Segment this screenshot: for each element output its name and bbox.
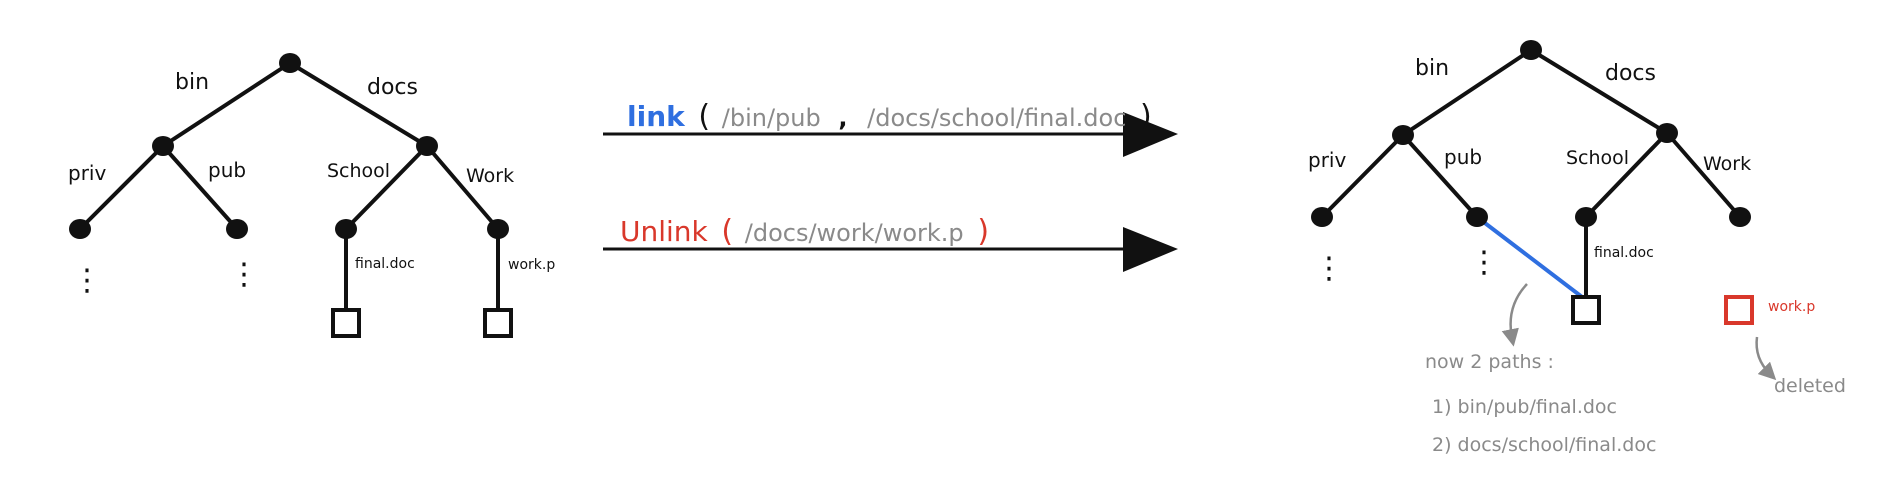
- hard-link-edge: [1475, 215, 1588, 302]
- file-r-label-final-doc: final.doc: [1594, 245, 1654, 261]
- node-bin: [152, 136, 174, 156]
- file-label-final-doc: final.doc: [355, 256, 415, 272]
- edge-docs-work: [425, 144, 500, 231]
- edge-docs-school: [344, 144, 429, 231]
- node-r-school: [1575, 207, 1597, 227]
- note-arrow-deleted: [1755, 336, 1777, 381]
- node-r-docs: [1656, 123, 1678, 143]
- node-docs: [416, 136, 438, 156]
- left-tree-nodes: [69, 53, 509, 239]
- node-root: [279, 53, 301, 73]
- edge-label-docs: docs: [367, 75, 418, 100]
- file-work-p-box: [483, 308, 513, 338]
- link-arrow-head: [1123, 112, 1178, 157]
- edge-label-bin: bin: [175, 70, 209, 95]
- unlink-open-paren: (: [721, 214, 733, 249]
- ellipsis-pub: ⋮: [229, 257, 259, 292]
- file-label-work-p: work.p: [508, 257, 555, 273]
- link-keyword: link: [627, 100, 686, 133]
- note-deleted: deleted: [1774, 375, 1846, 397]
- node-r-priv: [1311, 207, 1333, 227]
- note-path-1: 1) bin/pub/final.doc: [1432, 396, 1617, 418]
- node-pub: [226, 219, 248, 239]
- edge-root-bin: [161, 61, 292, 148]
- unlink-arrow-head: [1123, 227, 1178, 272]
- link-arg2: /docs/school/final.doc: [867, 104, 1126, 132]
- edge-r-label-pub: pub: [1444, 145, 1482, 169]
- edge-r-bin-priv: [1320, 133, 1405, 219]
- edge-r-label-school: School: [1566, 147, 1629, 169]
- note-paths-title: now 2 paths :: [1425, 351, 1554, 373]
- node-priv: [69, 219, 91, 239]
- edge-root-docs: [288, 61, 429, 148]
- edge-r-root-bin: [1401, 48, 1533, 137]
- link-arg1: /bin/pub: [722, 104, 821, 132]
- note-arrow-paths: [1501, 283, 1528, 347]
- node-r-root: [1520, 40, 1542, 60]
- unlink-keyword: Unlink: [620, 215, 709, 248]
- edge-r-label-priv: priv: [1308, 148, 1346, 172]
- edge-label-school: School: [327, 160, 390, 182]
- node-school: [335, 219, 357, 239]
- link-separator: ,: [838, 104, 847, 132]
- edge-r-root-docs: [1529, 48, 1669, 135]
- edge-r-docs-work: [1665, 131, 1742, 219]
- file-r-work-p-box-deleted: [1724, 295, 1754, 325]
- edge-label-work: Work: [466, 165, 514, 187]
- edge-r-label-bin: bin: [1415, 56, 1449, 81]
- edge-label-pub: pub: [208, 158, 246, 182]
- edge-r-bin-pub: [1401, 133, 1479, 219]
- link-expression: link ( /bin/pub , /docs/school/final.doc…: [627, 99, 1152, 134]
- unlink-operation: Unlink ( /docs/work/work.p ): [603, 214, 1178, 272]
- edge-bin-priv: [78, 144, 165, 231]
- unlink-expression: Unlink ( /docs/work/work.p ): [620, 214, 989, 249]
- node-r-pub: [1466, 207, 1488, 227]
- link-open-paren: (: [698, 99, 710, 134]
- edge-label-priv: priv: [68, 161, 106, 185]
- right-tree: [1320, 48, 1742, 298]
- edge-r-docs-school: [1584, 131, 1669, 219]
- file-r-final-doc-box: [1571, 295, 1601, 325]
- link-close-paren: ): [1140, 99, 1152, 134]
- node-work: [487, 219, 509, 239]
- ellipsis-r-pub: ⋮: [1469, 245, 1499, 280]
- unlink-arg1: /docs/work/work.p: [745, 219, 964, 247]
- edge-bin-pub: [161, 144, 239, 231]
- unlink-close-paren: ): [977, 214, 989, 249]
- edge-r-label-work: Work: [1703, 153, 1751, 175]
- left-tree: [78, 61, 500, 312]
- file-final-doc-box: [331, 308, 361, 338]
- right-tree-nodes: [1311, 40, 1751, 227]
- ellipsis-priv: ⋮: [72, 263, 102, 298]
- node-r-work: [1729, 207, 1751, 227]
- node-r-bin: [1392, 125, 1414, 145]
- note-path-2: 2) docs/school/final.doc: [1432, 434, 1656, 456]
- edge-r-label-docs: docs: [1605, 61, 1656, 86]
- ellipsis-r-priv: ⋮: [1314, 251, 1344, 286]
- file-r-label-work-p: work.p: [1768, 299, 1815, 315]
- link-operation: link ( /bin/pub , /docs/school/final.doc…: [603, 99, 1178, 157]
